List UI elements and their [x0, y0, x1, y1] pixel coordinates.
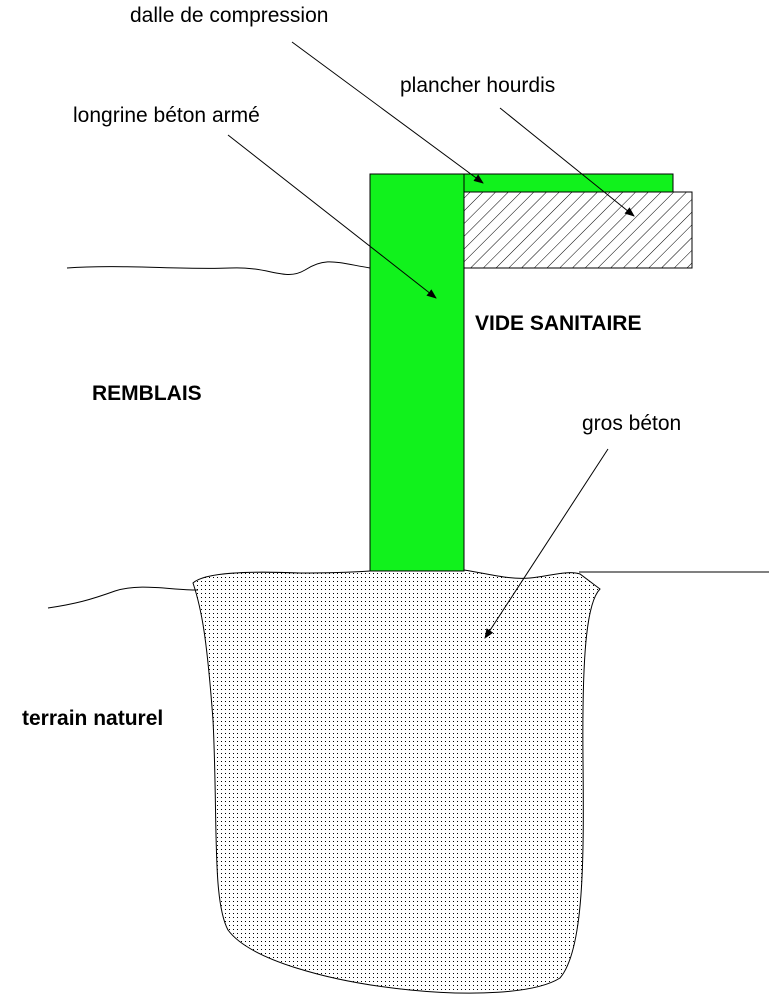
gros-beton-footing: [192, 569, 601, 994]
terrain-naturel-line-left: [47, 586, 199, 609]
plancher-hourdis: [463, 191, 693, 269]
gros-beton-leader-arrow: [484, 448, 609, 639]
label-terrain-naturel: terrain naturel: [22, 707, 163, 730]
dalle-leader-arrow: [291, 41, 484, 184]
plancher-leader-arrow: [499, 107, 635, 217]
label-plancher-hourdis: plancher hourdis: [400, 74, 555, 97]
longrine-leader-arrow: [227, 134, 437, 299]
remblais-ground-line: [66, 261, 371, 275]
label-dalle-de-compression: dalle de compression: [130, 4, 328, 27]
label-gros-beton: gros béton: [582, 412, 681, 435]
label-remblais: REMBLAIS: [92, 382, 202, 405]
longrine-beton-arme: [369, 173, 465, 572]
dalle-de-compression: [463, 173, 674, 193]
label-vide-sanitaire: VIDE SANITAIRE: [475, 312, 641, 335]
label-longrine-beton-arme: longrine béton armé: [73, 104, 260, 127]
